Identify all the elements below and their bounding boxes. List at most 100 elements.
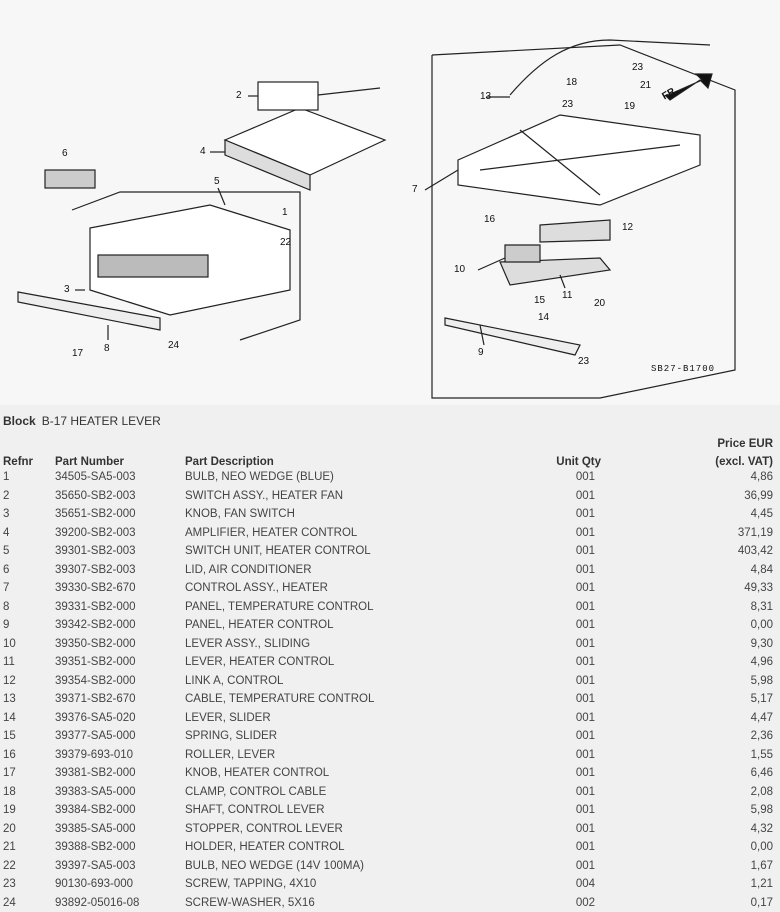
cell-part-number: 39381-SB2-000 bbox=[52, 764, 182, 783]
cell-price: 0,17 bbox=[611, 894, 776, 912]
cell-qty: 001 bbox=[518, 838, 611, 857]
cell-qty: 001 bbox=[518, 487, 611, 506]
cell-description: LEVER, SLIDER bbox=[182, 709, 518, 728]
cell-price: 4,96 bbox=[611, 653, 776, 672]
callout-7: 7 bbox=[412, 184, 418, 195]
cell-price: 403,42 bbox=[611, 542, 776, 561]
cell-price: 6,46 bbox=[611, 764, 776, 783]
cell-description: SCREW-WASHER, 5X16 bbox=[182, 894, 518, 912]
cell-description: LEVER, HEATER CONTROL bbox=[182, 653, 518, 672]
exploded-view-drawing bbox=[0, 0, 780, 405]
callout-14: 14 bbox=[538, 312, 549, 323]
callout-9: 9 bbox=[478, 347, 484, 358]
cell-description: SHAFT, CONTROL LEVER bbox=[182, 801, 518, 820]
cell-refnr: 14 bbox=[0, 709, 52, 728]
cell-description: SWITCH ASSY., HEATER FAN bbox=[182, 487, 518, 506]
callout-23b: 23 bbox=[562, 99, 573, 110]
cell-description: PANEL, HEATER CONTROL bbox=[182, 616, 518, 635]
header-refnr: Refnr bbox=[0, 450, 52, 468]
cell-price: 371,19 bbox=[611, 524, 776, 543]
cell-price: 4,47 bbox=[611, 709, 776, 728]
cell-description: STOPPER, CONTROL LEVER bbox=[182, 820, 518, 839]
cell-refnr: 20 bbox=[0, 820, 52, 839]
cell-price: 2,36 bbox=[611, 727, 776, 746]
cell-part-number: 39384-SB2-000 bbox=[52, 801, 182, 820]
cell-refnr: 11 bbox=[0, 653, 52, 672]
cell-refnr: 23 bbox=[0, 875, 52, 894]
cell-refnr: 13 bbox=[0, 690, 52, 709]
cell-part-number: 39376-SA5-020 bbox=[52, 709, 182, 728]
cell-description: KNOB, FAN SWITCH bbox=[182, 505, 518, 524]
cell-description: BULB, NEO WEDGE (14V 100MA) bbox=[182, 857, 518, 876]
cell-description: CLAMP, CONTROL CABLE bbox=[182, 783, 518, 802]
cell-part-number: 39307-SB2-003 bbox=[52, 561, 182, 580]
callout-5: 5 bbox=[214, 176, 220, 187]
cell-part-number: 39385-SA5-000 bbox=[52, 820, 182, 839]
callout-19: 19 bbox=[624, 101, 635, 112]
cell-description: SCREW, TAPPING, 4X10 bbox=[182, 875, 518, 894]
cell-qty: 001 bbox=[518, 727, 611, 746]
cell-refnr: 22 bbox=[0, 857, 52, 876]
cell-qty: 004 bbox=[518, 875, 611, 894]
cell-refnr: 5 bbox=[0, 542, 52, 561]
cell-refnr: 21 bbox=[0, 838, 52, 857]
cell-description: BULB, NEO WEDGE (BLUE) bbox=[182, 468, 518, 487]
cell-description: LINK A, CONTROL bbox=[182, 672, 518, 691]
cell-refnr: 10 bbox=[0, 635, 52, 654]
cell-price: 0,00 bbox=[611, 838, 776, 857]
header-price-line2: (excl. VAT) bbox=[611, 450, 776, 468]
cell-price: 4,86 bbox=[611, 468, 776, 487]
cell-part-number: 39379-693-010 bbox=[52, 746, 182, 765]
cell-qty: 001 bbox=[518, 524, 611, 543]
cell-description: ROLLER, LEVER bbox=[182, 746, 518, 765]
callout-21: 21 bbox=[640, 80, 651, 91]
cell-part-number: 39377-SA5-000 bbox=[52, 727, 182, 746]
cell-price: 5,17 bbox=[611, 690, 776, 709]
cell-part-number: 39342-SB2-000 bbox=[52, 616, 182, 635]
cell-part-number: 39350-SB2-000 bbox=[52, 635, 182, 654]
callout-20: 20 bbox=[594, 298, 605, 309]
callout-23a: 23 bbox=[632, 62, 643, 73]
cell-qty: 001 bbox=[518, 579, 611, 598]
callout-23c: 23 bbox=[578, 356, 589, 367]
cell-qty: 001 bbox=[518, 764, 611, 783]
callout-10: 10 bbox=[454, 264, 465, 275]
cell-qty: 001 bbox=[518, 561, 611, 580]
callout-6: 6 bbox=[62, 148, 68, 159]
cell-refnr: 12 bbox=[0, 672, 52, 691]
cell-qty: 001 bbox=[518, 542, 611, 561]
callout-13: 13 bbox=[480, 91, 491, 102]
block-name: B-17 HEATER LEVER bbox=[42, 414, 161, 428]
header-qty: Unit Qty bbox=[518, 450, 611, 468]
cell-description: CABLE, TEMPERATURE CONTROL bbox=[182, 690, 518, 709]
cell-part-number: 39301-SB2-003 bbox=[52, 542, 182, 561]
cell-part-number: 39354-SB2-000 bbox=[52, 672, 182, 691]
cell-qty: 001 bbox=[518, 801, 611, 820]
cell-price: 8,31 bbox=[611, 598, 776, 617]
callout-3: 3 bbox=[64, 284, 70, 295]
cell-qty: 001 bbox=[518, 746, 611, 765]
cell-price: 49,33 bbox=[611, 579, 776, 598]
cell-qty: 001 bbox=[518, 635, 611, 654]
cell-part-number: 39200-SB2-003 bbox=[52, 524, 182, 543]
cell-part-number: 39330-SB2-670 bbox=[52, 579, 182, 598]
cell-part-number: 93892-05016-08 bbox=[52, 894, 182, 912]
cell-description: KNOB, HEATER CONTROL bbox=[182, 764, 518, 783]
